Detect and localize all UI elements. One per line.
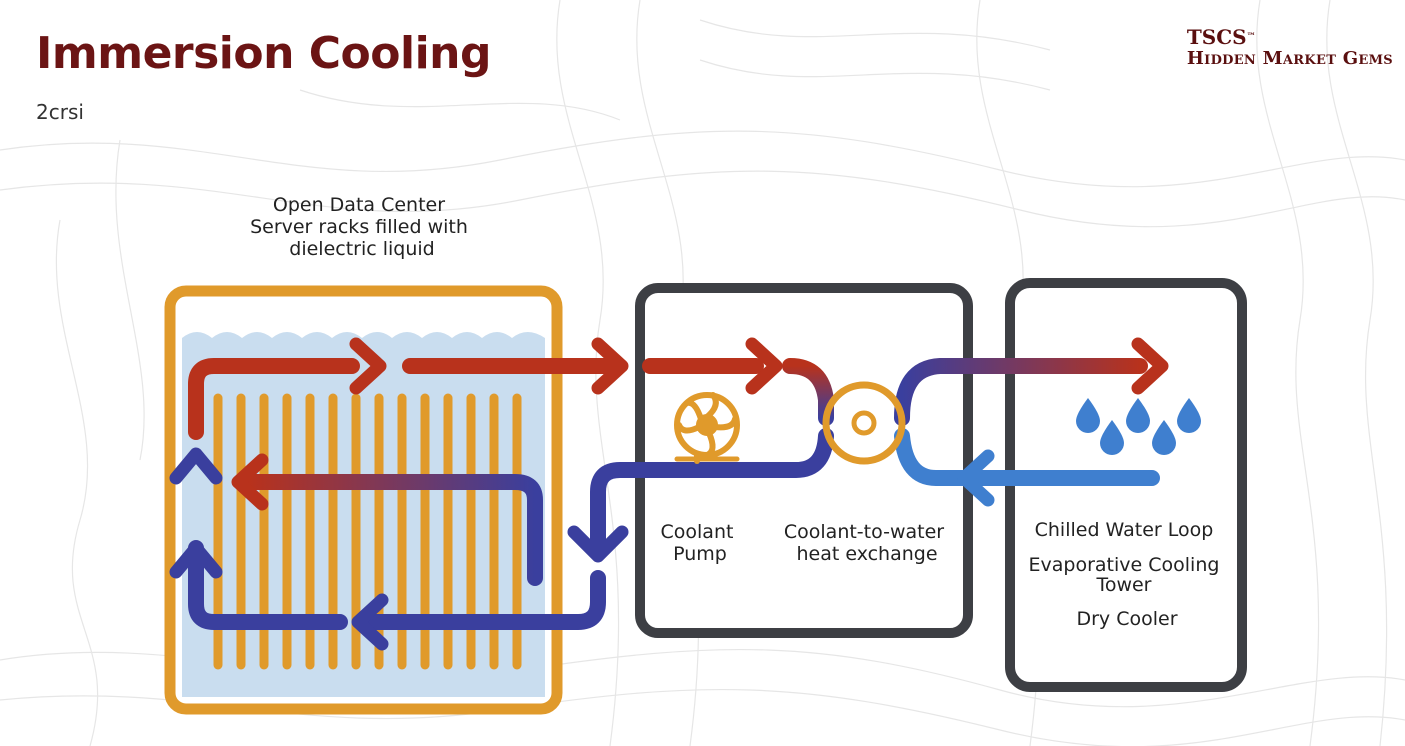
arrow-head	[169, 541, 223, 579]
tank-caption-line: dielectric liquid	[289, 238, 434, 260]
tank-caption-line: Server racks filled with	[250, 216, 468, 238]
arrow-head	[1131, 337, 1169, 395]
evaporative-cooling-label: Evaporative Cooling	[1029, 554, 1220, 576]
dry-cooler-label: Dry Cooler	[1076, 608, 1177, 630]
brand-trademark: ™	[1246, 32, 1256, 42]
hot-flow-into-exchanger	[782, 358, 834, 426]
chilled-water-in	[894, 428, 1160, 486]
cold-flow-bottom-right	[362, 570, 606, 630]
page-subtitle: 2crsi	[36, 100, 84, 124]
brand-logo: TSCS™ Hidden Market Gems	[1187, 26, 1393, 70]
tank-caption-line: Open Data Center	[273, 194, 445, 216]
brand-tagline: Hidden Market Gems	[1186, 48, 1393, 69]
arrow-head	[169, 447, 223, 485]
page-title: Immersion Cooling	[36, 28, 491, 79]
arrow-head	[231, 453, 269, 511]
brand-line1: TSCS	[1186, 25, 1247, 49]
brand-name: TSCS™	[1187, 26, 1393, 48]
arrow-head	[591, 337, 629, 395]
water-drops-icon	[1076, 398, 1201, 455]
chilled-water-loop-label: Chilled Water Loop	[1035, 519, 1214, 541]
exchanger-label-line: Coolant-to-water	[784, 521, 944, 543]
pump-label-line: Pump	[673, 543, 727, 565]
cold-flow-bottom-left	[188, 540, 348, 630]
pump-label-line: Coolant	[661, 521, 734, 543]
dielectric-liquid	[182, 332, 545, 697]
immersion-tank	[164, 285, 563, 715]
arrow-head	[567, 525, 629, 563]
arrow-head	[351, 593, 389, 651]
pump-exchanger-box	[635, 283, 973, 638]
arrow-head	[957, 449, 995, 507]
exchanger-label-line: heat exchange	[796, 543, 937, 565]
hot-flow-top-left	[188, 358, 360, 440]
cold-flow-from-exchanger	[590, 428, 834, 556]
exchanger-label: Coolant-to-water heat exchange	[784, 521, 950, 565]
pump-fan-icon	[674, 392, 740, 464]
heat-exchanger-icon	[822, 381, 906, 465]
arrow-head	[745, 337, 783, 395]
pump-label: Coolant Pump	[661, 521, 740, 565]
cool-return-middle	[242, 474, 543, 586]
arrow-head	[349, 337, 387, 395]
evaporative-tower-label: Tower	[1095, 574, 1151, 596]
cooling-labels: Chilled Water Loop Evaporative Cooling T…	[1029, 519, 1226, 630]
tank-caption: Open Data Center Server racks filled wit…	[250, 194, 474, 260]
